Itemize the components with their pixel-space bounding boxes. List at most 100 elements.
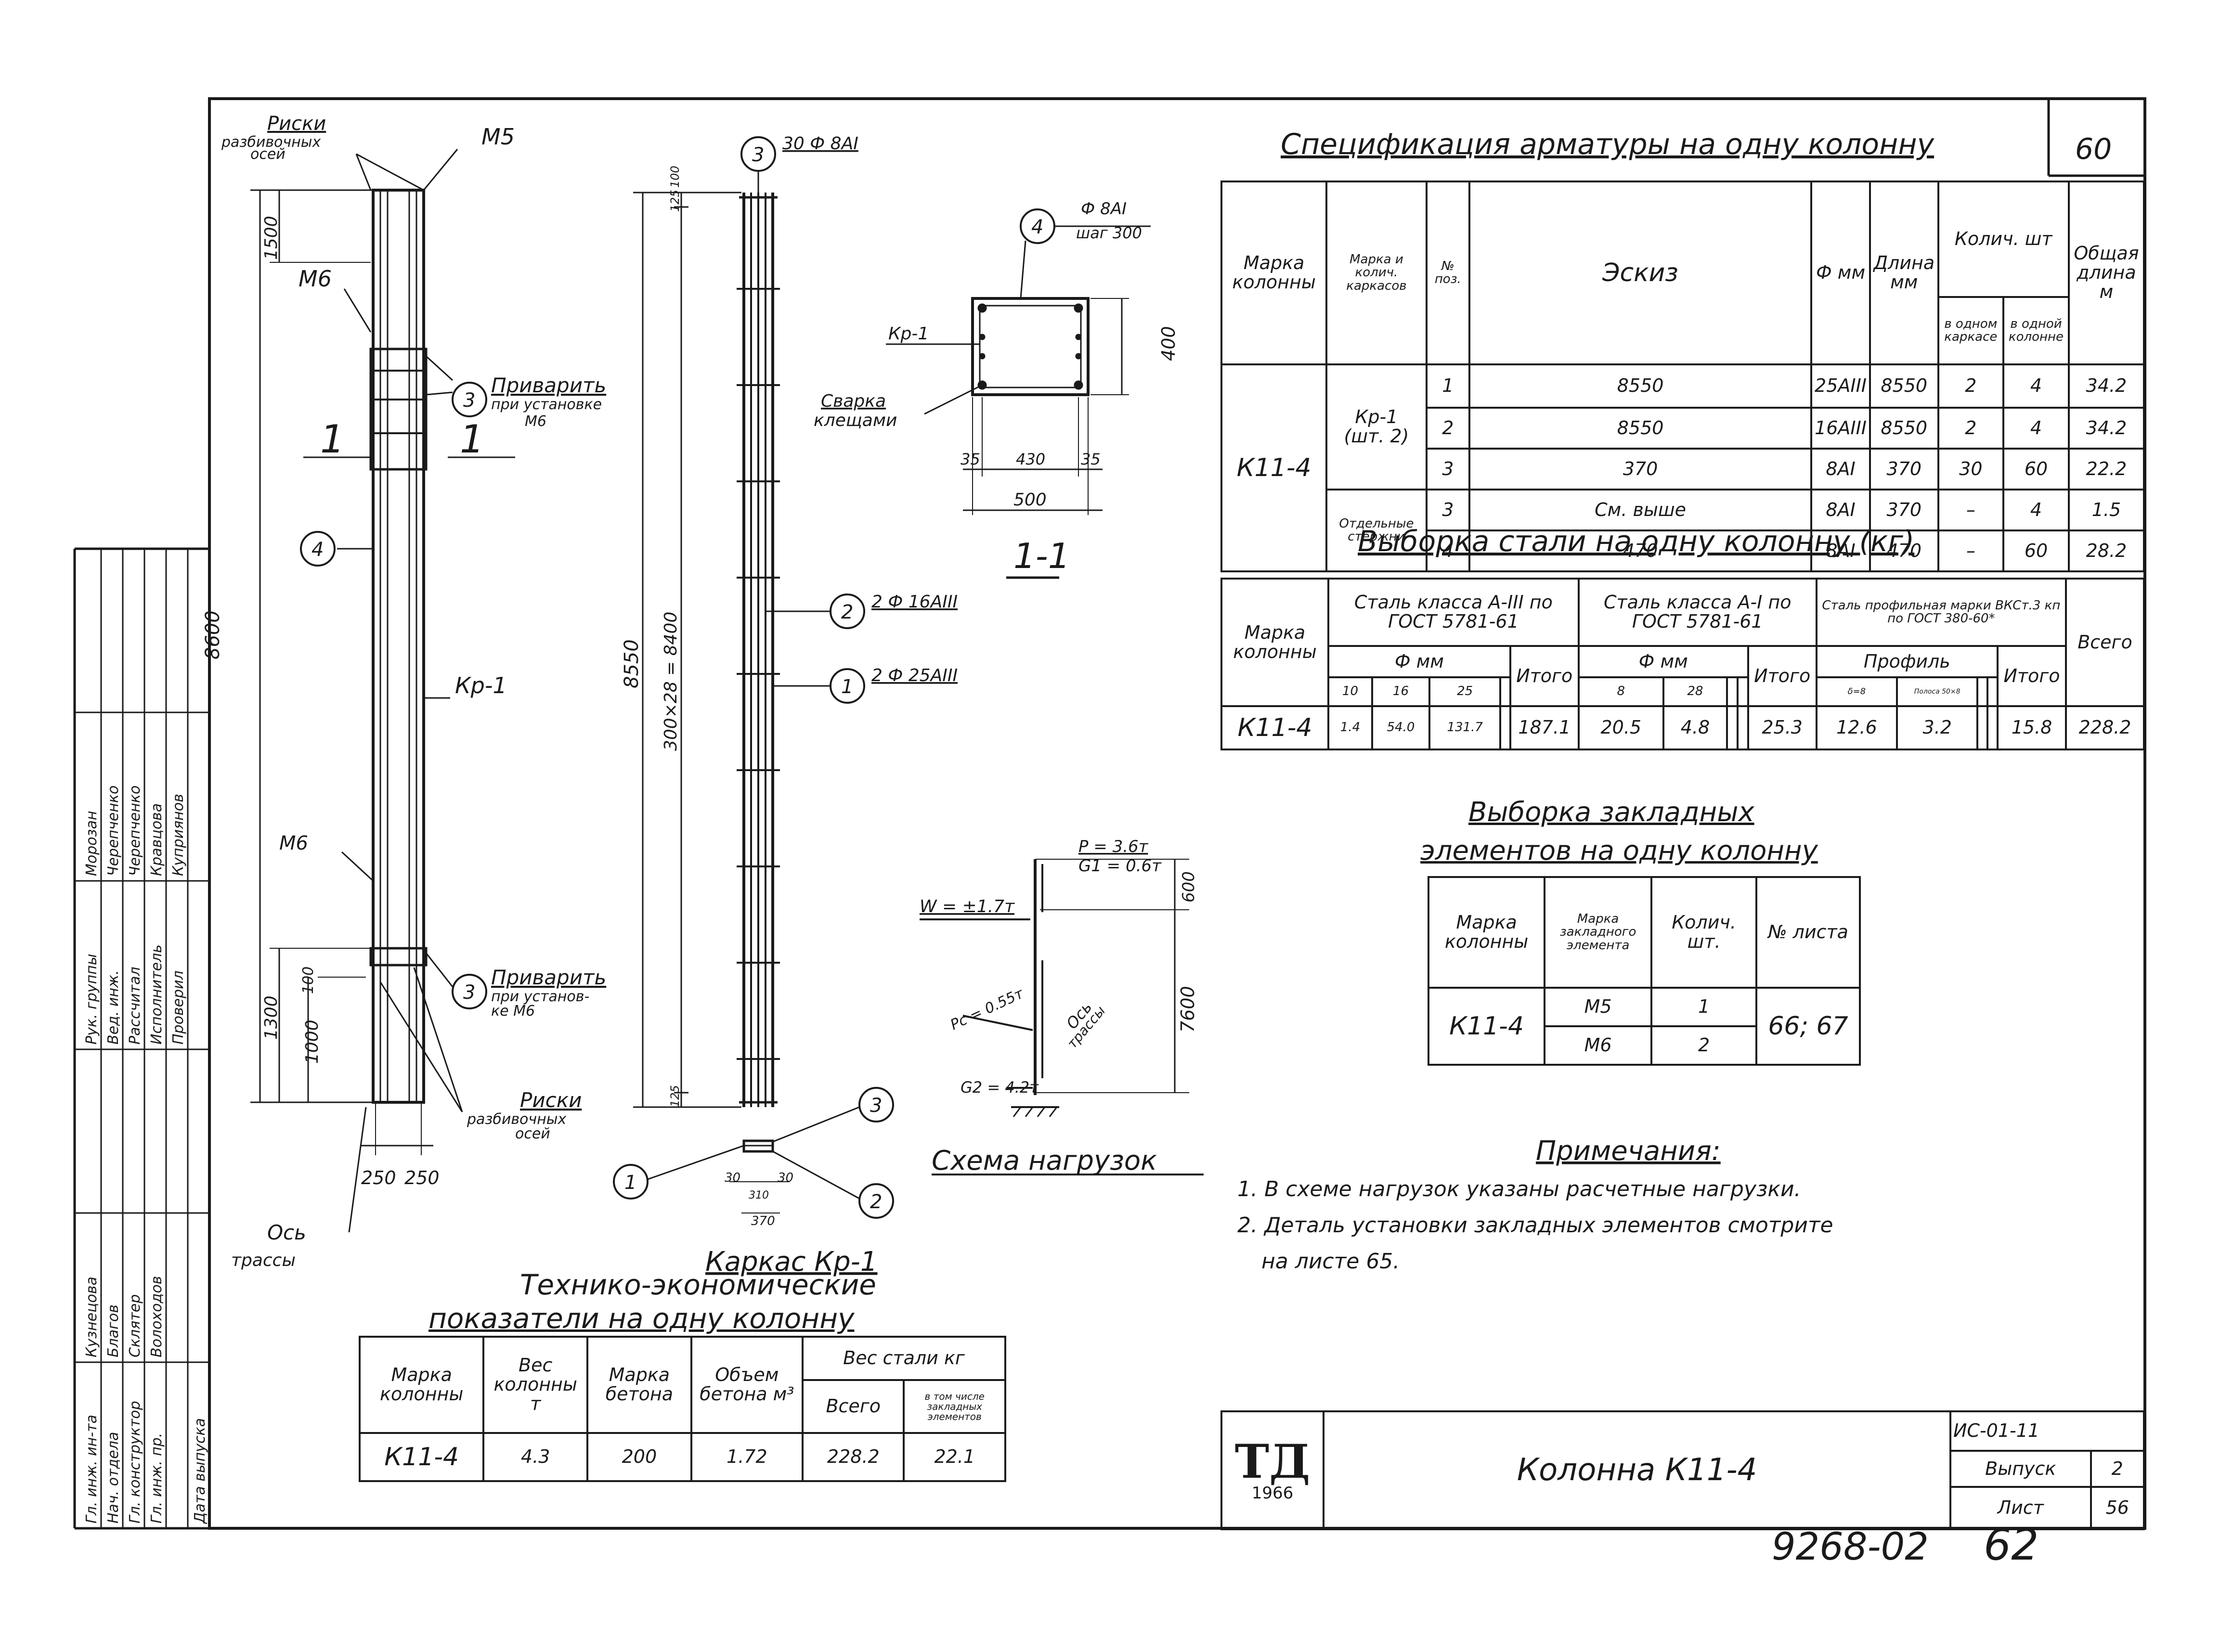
section-weld-2: клещами xyxy=(814,411,897,430)
dim-1500: 1500 xyxy=(261,216,281,260)
name-4: Куприянов xyxy=(170,794,187,876)
note-1: 1. В схеме нагрузок указаны расчетные на… xyxy=(1237,1177,1801,1201)
steel-a3-total: 187.1 xyxy=(1509,705,1580,750)
label-weld-1: Приварить xyxy=(491,374,606,397)
role-3: Исполнитель xyxy=(148,944,165,1045)
tech-title-1: Технико-экономические xyxy=(520,1268,876,1301)
spec-frame-qty: (шт. 2) xyxy=(1344,426,1409,447)
circle-4-num: 4 xyxy=(312,539,324,561)
role-4: Проверил xyxy=(170,970,187,1045)
steel-a1-1: 4.8 xyxy=(1662,705,1728,750)
lower-role-4: Дата выпуска xyxy=(192,1418,208,1524)
load-p: P = 3.6т xyxy=(1078,837,1149,856)
steel-sub-a1-2 xyxy=(1726,676,1739,707)
section-mark-left: 1 xyxy=(320,417,345,462)
steel-table: Марка колонны Сталь класса А-III по ГОСТ… xyxy=(1220,578,2145,750)
label-m5: М5 xyxy=(481,124,515,150)
steel-h-mark: Марка колонны xyxy=(1220,578,1329,707)
emb-h-qty: Колич. шт. xyxy=(1650,876,1758,989)
tech-h-steel: Вес стали кг xyxy=(802,1336,1006,1381)
spec-r3-len: 370 xyxy=(1869,489,1939,531)
page-number: 60 xyxy=(2075,132,2112,166)
frame-circle-2-num: 2 xyxy=(841,601,853,623)
sheet-no: 56 xyxy=(2090,1486,2145,1530)
frame-elevation xyxy=(613,136,894,1219)
label-risks-bottom-2: разбивочных xyxy=(467,1111,566,1128)
label-risks-bottom: Риски xyxy=(520,1088,582,1112)
frame-sec-d370: 370 xyxy=(751,1214,775,1228)
spec-r4-sketch: 470 xyxy=(1468,529,1813,572)
frame-bar-2: 2 Ф 16АIII xyxy=(871,592,958,612)
notes-title: Примечания: xyxy=(1536,1136,1721,1167)
steel-sub-a1-1: 28 xyxy=(1662,676,1728,707)
steel-h-a3-fmm: Ф мм xyxy=(1327,645,1511,678)
circle-3-bottom-num: 3 xyxy=(463,981,475,1004)
spec-r2-q1: 30 xyxy=(1937,448,2005,490)
spec-r4-len: 470 xyxy=(1869,529,1939,572)
issue-label: Выпуск xyxy=(1949,1450,2092,1488)
label-risks-top-2: разбивочных xyxy=(221,134,321,151)
doc-code: ИС-01-11 xyxy=(1949,1410,2145,1452)
spec-r4-pos: 4 xyxy=(1425,529,1471,572)
frame-bar-1: 2 Ф 25АIII xyxy=(871,666,958,685)
tech-h-mark: Марка колонны xyxy=(358,1336,485,1434)
steel-prof-3 xyxy=(1986,705,1999,750)
spec-r0-len: 8550 xyxy=(1869,363,1939,409)
spec-r1-q2: 4 xyxy=(2002,407,2070,450)
tech-h-weight: Вес колонны т xyxy=(482,1336,589,1434)
name-2: Черепченко xyxy=(127,786,143,876)
label-weld-2: Приварить xyxy=(491,966,606,989)
tech-title-2: показатели на одну колонну xyxy=(428,1302,855,1335)
emb-r1-qty: 2 xyxy=(1650,1025,1758,1066)
dim-100: 100 xyxy=(300,967,317,994)
label-axis: Ось xyxy=(267,1221,306,1244)
steel-h-total: Всего xyxy=(2065,578,2145,707)
lower-name-0: Кузнецова xyxy=(83,1277,100,1357)
spec-r0-total: 34.2 xyxy=(2067,363,2145,409)
section-d500: 500 xyxy=(1013,490,1047,510)
load-g1: G1 = 0.6т xyxy=(1078,856,1162,876)
steel-a1-total: 25.3 xyxy=(1747,705,1818,750)
lower-role-1: Нач. отдела xyxy=(105,1432,122,1523)
name-0: Морозан xyxy=(83,811,100,876)
section-kr1: Кр-1 xyxy=(888,324,929,344)
spec-h-frames: Марка и колич. каркасов xyxy=(1325,181,1428,365)
issue-no: 2 xyxy=(2090,1450,2145,1488)
steel-h-a1-itogo: Итого xyxy=(1747,645,1818,707)
steel-title: Выборка стали на одну колонну (кг) xyxy=(1358,525,1915,558)
note-2: 2. Деталь установки закладных элементов … xyxy=(1237,1213,1833,1238)
steel-a3-2: 131.7 xyxy=(1428,705,1502,750)
section-d430: 430 xyxy=(1016,450,1045,468)
lower-name-1: Благов xyxy=(105,1304,122,1357)
steel-h-a1: Сталь класса А-I по ГОСТ 5781-61 xyxy=(1577,578,1818,647)
section-bar-4: Ф 8АI xyxy=(1081,199,1127,219)
role-2: Рассчитал xyxy=(127,967,143,1045)
spec-h-qty: Колич. шт xyxy=(1937,181,2070,298)
steel-h-prof-itogo: Итого xyxy=(1997,645,2067,707)
steel-sub-prof-1: Полоса 50×8 xyxy=(1895,676,1979,707)
spec-r2-q2: 60 xyxy=(2002,448,2070,490)
frame-circle-3-num: 3 xyxy=(752,144,764,166)
spec-r1-sketch: 8550 xyxy=(1468,407,1813,450)
spec-title: Спецификация арматуры на одну колонну xyxy=(1281,128,1934,161)
spec-r4-total: 28.2 xyxy=(2067,529,2145,572)
frame-sec-d30b: 30 xyxy=(778,1171,793,1185)
emb-r1-elem: М6 xyxy=(1544,1025,1653,1066)
spec-h-total: Общая длина м xyxy=(2067,181,2145,365)
spec-r1-total: 34.2 xyxy=(2067,407,2145,450)
spec-r1-pos: 2 xyxy=(1425,407,1471,450)
label-weld-1c: М6 xyxy=(525,413,546,430)
spec-r2-len: 370 xyxy=(1869,448,1939,490)
dim-125-top: 125 xyxy=(668,190,682,212)
spec-r0-q2: 4 xyxy=(2002,363,2070,409)
tech-h-concrete: Марка бетона xyxy=(586,1336,692,1434)
spec-r4-q2: 60 xyxy=(2002,529,2070,572)
section-d35a: 35 xyxy=(961,450,980,468)
emb-mark: К11-4 xyxy=(1427,987,1546,1066)
dim-1000: 1000 xyxy=(302,1020,322,1064)
section-weld-1: Сварка xyxy=(821,391,886,411)
dim-8600: 8600 xyxy=(202,610,224,659)
frame-sec-circle-1: 1 xyxy=(624,1172,636,1194)
steel-sub-a3-2: 25 xyxy=(1428,676,1502,707)
